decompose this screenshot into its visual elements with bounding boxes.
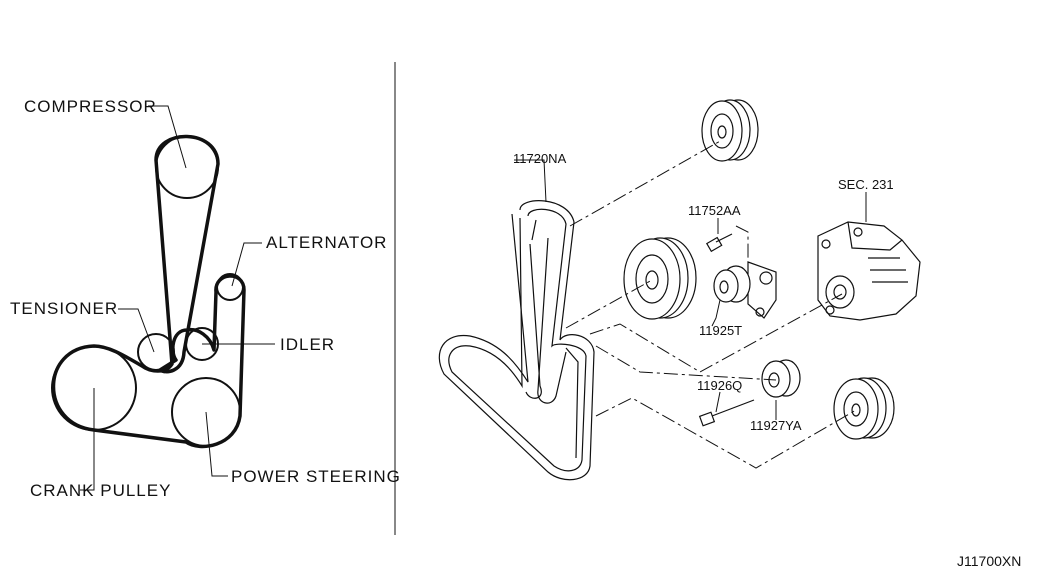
bottom-pulley-part bbox=[833, 377, 895, 440]
alternator-leader bbox=[231, 242, 262, 287]
label-alternator: ALTERNATOR bbox=[266, 233, 387, 252]
partno-sec: SEC. 231 bbox=[838, 177, 894, 192]
idler-part bbox=[761, 359, 801, 398]
tensioner-assembly-part bbox=[713, 261, 777, 319]
diagram-code: J11700XN bbox=[957, 553, 1021, 569]
exploded-parts-view: 11720NA 11925T bbox=[438, 99, 921, 481]
ribbed-belt-part bbox=[438, 200, 595, 481]
partno-top-bolt: 11752AA bbox=[688, 203, 741, 218]
tensioner-pulley-part bbox=[623, 237, 697, 320]
label-idler: IDLER bbox=[280, 335, 335, 354]
partno-belt: 11720NA bbox=[513, 151, 567, 166]
crank-leader bbox=[80, 388, 95, 491]
label-compressor: COMPRESSOR bbox=[24, 97, 157, 116]
label-crank-pulley: CRANK PULLEY bbox=[30, 481, 171, 500]
power-steering-leader bbox=[205, 411, 228, 477]
tensioner-leader bbox=[118, 308, 155, 353]
partno-tensioner: 11925T bbox=[699, 323, 742, 338]
drive-belt-path bbox=[51, 134, 246, 449]
top-bolt-part bbox=[705, 233, 733, 253]
partno-bottom-bolt: 11926Q bbox=[697, 378, 742, 393]
partno-idler: 11927YA bbox=[750, 418, 802, 433]
compressor-leader bbox=[148, 105, 187, 169]
label-power-steering: POWER STEERING bbox=[231, 467, 401, 486]
label-tensioner: TENSIONER bbox=[10, 299, 118, 318]
tensioner-leader-r bbox=[711, 299, 721, 327]
belt-routing-schematic: COMPRESSOR ALTERNATOR TENSIONER IDLER CR… bbox=[10, 97, 401, 500]
assembly-line-bottom bbox=[595, 397, 857, 469]
bottom-bolt-leader bbox=[715, 391, 721, 413]
assembly-line-idler bbox=[595, 345, 777, 381]
belt-leader bbox=[514, 159, 547, 203]
assembly-line-bracket bbox=[735, 225, 749, 264]
bottom-bolt-part bbox=[698, 399, 755, 427]
assembly-line-tensioner bbox=[565, 279, 653, 329]
top-pulley-part bbox=[701, 99, 759, 162]
alternator-part bbox=[817, 221, 921, 321]
assembly-line-alternator bbox=[589, 293, 843, 373]
assembly-line-top bbox=[569, 139, 723, 227]
